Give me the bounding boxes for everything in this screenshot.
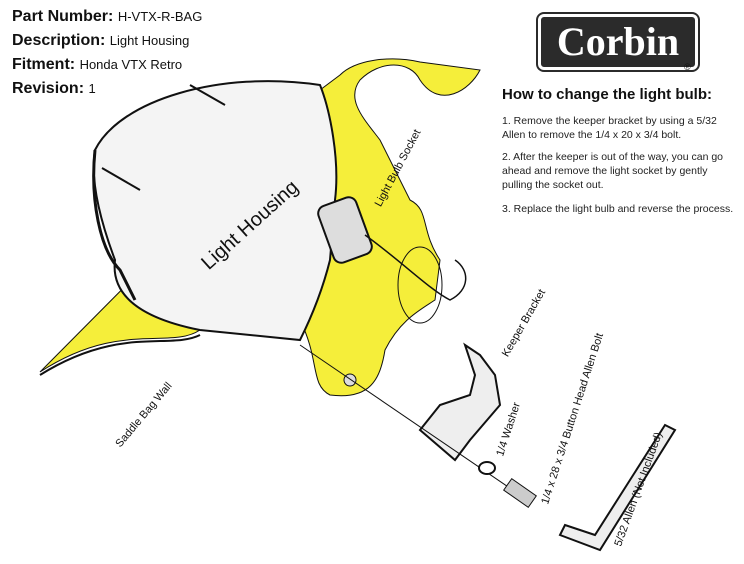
housing-rim <box>92 149 137 301</box>
arrow <box>101 167 141 191</box>
registered-mark: ® <box>684 62 691 72</box>
description: Description: Light Housing <box>12 32 190 49</box>
instruction-step: 2. After the keeper is out of the way, y… <box>502 151 724 191</box>
instruction-step: 3. Replace the light bulb and reverse th… <box>502 203 734 215</box>
washer <box>478 461 496 475</box>
fitment: Fitment: Honda VTX Retro <box>12 56 183 73</box>
light-housing <box>92 80 338 342</box>
bulb-wires <box>364 234 467 301</box>
wall-hole <box>397 246 443 324</box>
part-number: Part Number: H-VTX-R-BAG <box>12 8 203 25</box>
keeper-bracket <box>418 342 502 462</box>
corbin-logo: Corbin <box>538 14 698 70</box>
bolt <box>503 477 537 509</box>
wall-edge <box>39 334 201 376</box>
allen-wrench <box>558 423 677 552</box>
socket <box>317 196 373 264</box>
revision: Revision: 1 <box>12 80 96 97</box>
instructions-title: How to change the light bulb: <box>502 86 712 103</box>
instruction-step: 1. Remove the keeper bracket by using a … <box>502 115 717 141</box>
arrow <box>189 84 226 106</box>
